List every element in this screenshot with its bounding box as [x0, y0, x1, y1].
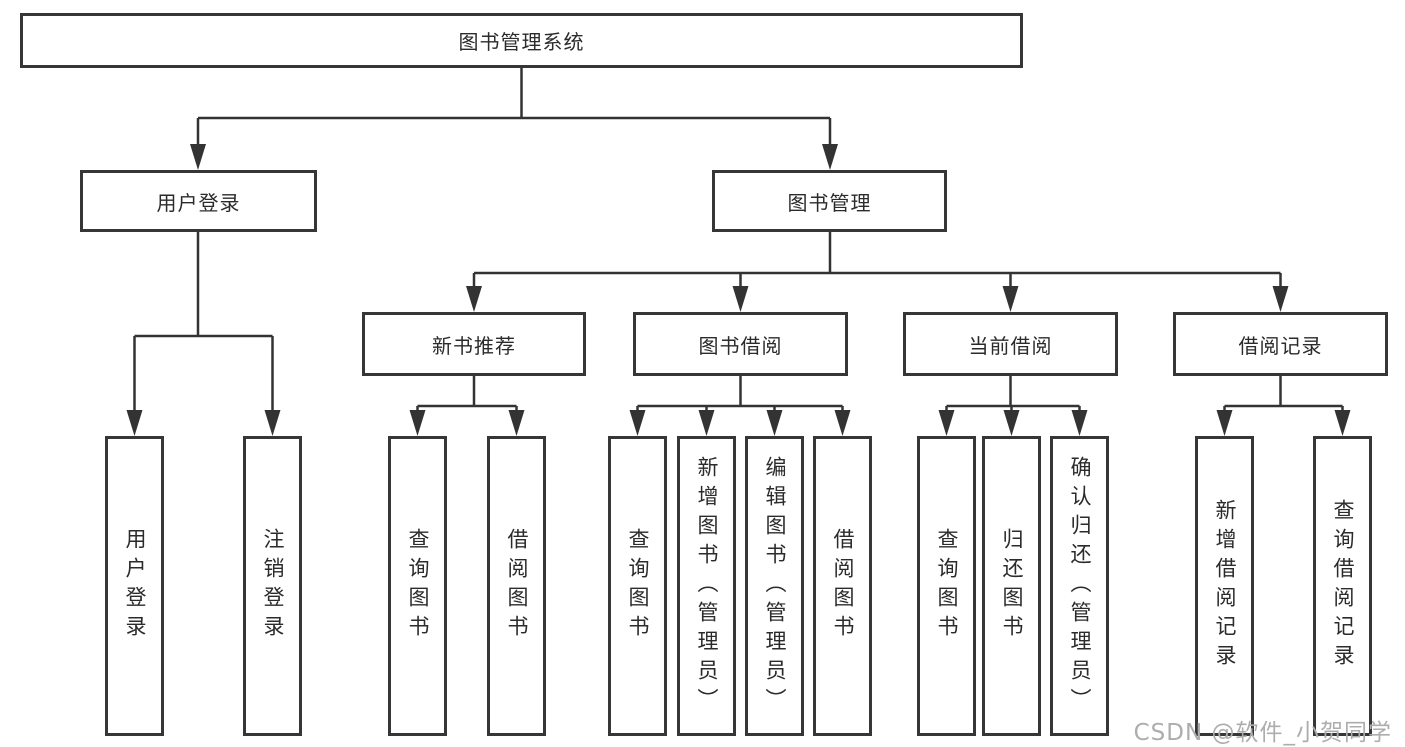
- leaf-query-borrow-record-label: 查询借阅记录: [1331, 499, 1355, 673]
- leaf-confirm-return-admin: 确认归还（管理员）: [1050, 436, 1109, 736]
- leaf-query-book-current: 查询图书: [917, 436, 976, 736]
- leaf-query-book-borrow-label: 查询图书: [626, 528, 650, 644]
- node-book-borrow: 图书借阅: [633, 312, 848, 376]
- node-book-management: 图书管理: [712, 170, 947, 232]
- node-book-borrow-label: 图书借阅: [698, 333, 783, 358]
- leaf-borrow-book-recommend: 借阅图书: [487, 436, 546, 736]
- leaf-add-borrow-record: 新增借阅记录: [1195, 436, 1254, 736]
- leaf-add-borrow-record-label: 新增借阅记录: [1213, 499, 1237, 673]
- leaf-edit-book-admin: 编辑图书（管理员）: [745, 436, 804, 736]
- node-borrow-record-label: 借阅记录: [1238, 333, 1323, 358]
- leaf-query-book-borrow: 查询图书: [608, 436, 667, 736]
- leaf-user-login: 用户登录: [105, 436, 164, 736]
- node-user-login: 用户登录: [80, 170, 317, 232]
- node-borrow-record: 借阅记录: [1173, 312, 1388, 376]
- leaf-query-book-current-label: 查询图书: [935, 528, 959, 644]
- node-user-login-label: 用户登录: [156, 190, 241, 215]
- leaf-return-book-label: 归还图书: [1000, 528, 1024, 644]
- node-root: 图书管理系统: [20, 13, 1023, 68]
- node-root-label: 图书管理系统: [458, 30, 585, 54]
- leaf-confirm-return-admin-label: 确认归还（管理员）: [1068, 455, 1092, 717]
- leaf-query-book-recommend: 查询图书: [388, 436, 447, 736]
- leaf-borrow-book-borrow-label: 借阅图书: [831, 528, 855, 644]
- leaf-query-borrow-record: 查询借阅记录: [1313, 436, 1372, 736]
- leaf-logout-label: 注销登录: [261, 528, 285, 644]
- leaf-add-book-admin: 新增图书（管理员）: [677, 436, 736, 736]
- node-book-management-label: 图书管理: [787, 190, 872, 215]
- node-current-borrow-label: 当前借阅: [968, 333, 1053, 358]
- leaf-user-login-label: 用户登录: [123, 528, 147, 644]
- leaf-edit-book-admin-label: 编辑图书（管理员）: [763, 455, 787, 717]
- leaf-borrow-book-borrow: 借阅图书: [813, 436, 872, 736]
- node-current-borrow: 当前借阅: [903, 312, 1118, 376]
- node-new-book-recommend: 新书推荐: [362, 312, 586, 376]
- node-new-book-recommend-label: 新书推荐: [432, 333, 516, 358]
- leaf-borrow-book-recommend-label: 借阅图书: [505, 528, 529, 644]
- leaf-logout: 注销登录: [243, 436, 302, 736]
- leaf-add-book-admin-label: 新增图书（管理员）: [695, 455, 719, 717]
- leaf-return-book: 归还图书: [982, 436, 1041, 736]
- leaf-query-book-recommend-label: 查询图书: [406, 528, 430, 644]
